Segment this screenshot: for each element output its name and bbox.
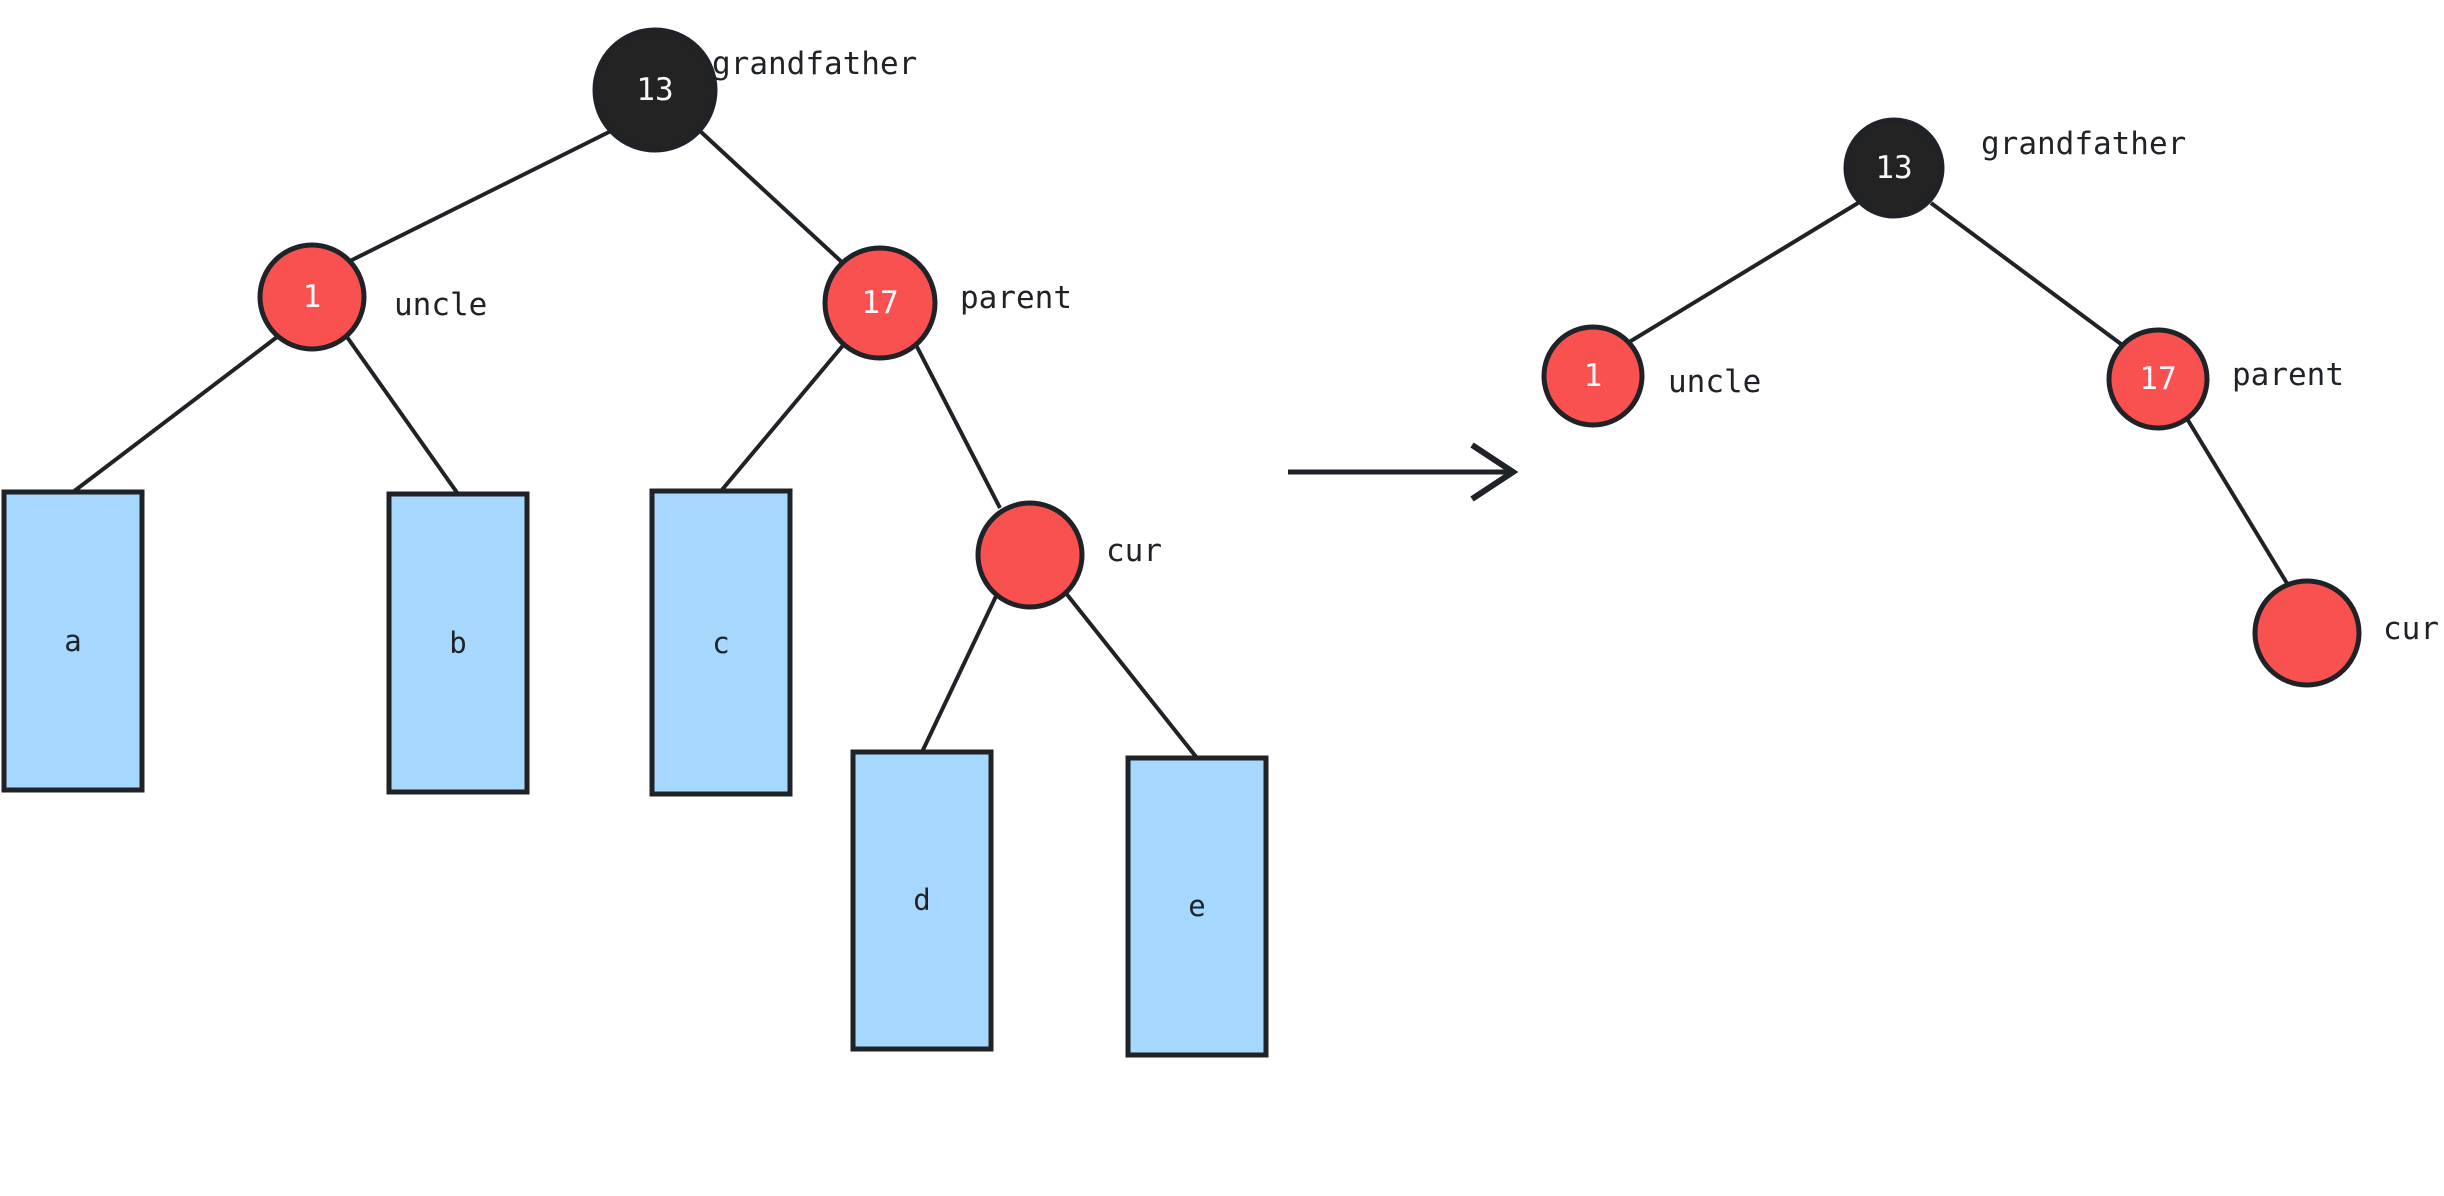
node-label-grandfather: grandfather bbox=[712, 46, 917, 82]
left-node-parent[interactable]: 17 parent bbox=[822, 245, 1072, 361]
node-circle-r-grandfather[interactable] bbox=[1843, 117, 1945, 219]
edge-cur-d bbox=[920, 591, 1000, 753]
subtree-label-d: d bbox=[913, 883, 930, 917]
node-value-r-grandfather: 13 bbox=[1875, 150, 1912, 186]
node-value-r-uncle: 1 bbox=[1584, 358, 1603, 394]
edge-r-grandfather-uncle bbox=[1624, 201, 1860, 346]
node-circle-r-uncle[interactable] bbox=[1541, 324, 1645, 428]
left-tree-edges bbox=[71, 129, 1199, 760]
node-value-uncle: 1 bbox=[303, 279, 322, 315]
node-circle-r-parent[interactable] bbox=[2106, 327, 2210, 431]
node-label-uncle: uncle bbox=[394, 287, 487, 323]
arrow-head-icon bbox=[1470, 442, 1519, 502]
subtree-label-c: c bbox=[712, 626, 729, 660]
node-circle-grandfather[interactable] bbox=[592, 27, 718, 153]
subtree-rect-d bbox=[850, 749, 994, 1052]
left-subtree-d: d bbox=[850, 749, 994, 1052]
left-subtree-a: a bbox=[1, 489, 145, 793]
transformation-arrow bbox=[1288, 442, 1519, 502]
edge-uncle-a bbox=[71, 335, 279, 494]
edge-parent-cur bbox=[913, 342, 1002, 509]
node-value-parent: 17 bbox=[861, 285, 898, 321]
node-circle-r-cur[interactable] bbox=[2252, 578, 2362, 688]
node-label-r-parent: parent bbox=[2232, 357, 2344, 393]
left-tree-group: a b c d e 13 grandfather bbox=[1, 27, 1269, 1058]
left-subtree-b: b bbox=[386, 491, 530, 795]
node-value-grandfather: 13 bbox=[636, 72, 673, 108]
edge-uncle-b bbox=[345, 335, 460, 496]
right-node-cur[interactable]: cur bbox=[2252, 578, 2439, 688]
edge-grandfather-parent bbox=[698, 129, 847, 267]
left-node-uncle[interactable]: 1 uncle bbox=[257, 242, 487, 352]
subtree-rect-a bbox=[1, 489, 145, 793]
subtree-rect-b bbox=[386, 491, 530, 795]
edge-r-grandfather-parent bbox=[1929, 201, 2127, 349]
node-circle-uncle[interactable] bbox=[257, 242, 367, 352]
edge-cur-e bbox=[1063, 590, 1199, 760]
node-circle-cur[interactable] bbox=[975, 500, 1085, 610]
node-label-parent: parent bbox=[960, 280, 1072, 316]
right-node-parent[interactable]: 17 parent bbox=[2106, 327, 2344, 431]
subtree-rect-e bbox=[1125, 755, 1269, 1058]
edge-parent-c bbox=[719, 341, 847, 493]
left-subtree-c: c bbox=[649, 488, 793, 797]
node-label-cur: cur bbox=[1106, 533, 1162, 569]
edge-r-parent-cur bbox=[2184, 415, 2290, 587]
node-circle-parent[interactable] bbox=[822, 245, 938, 361]
right-node-grandfather[interactable]: 13 grandfather bbox=[1843, 117, 2186, 219]
subtree-label-a: a bbox=[64, 624, 81, 658]
subtree-rect-c bbox=[649, 488, 793, 797]
node-label-r-cur: cur bbox=[2383, 611, 2439, 647]
edge-grandfather-uncle bbox=[347, 129, 612, 264]
node-value-r-parent: 17 bbox=[2139, 361, 2176, 397]
left-node-cur[interactable]: cur bbox=[975, 500, 1162, 610]
right-tree-edges bbox=[1624, 201, 2290, 587]
left-node-grandfather[interactable]: 13 grandfather bbox=[592, 27, 917, 153]
subtree-label-b: b bbox=[449, 626, 466, 660]
right-tree-group: 13 grandfather 1 uncle 17 parent cur bbox=[1541, 117, 2439, 688]
subtree-label-e: e bbox=[1188, 889, 1205, 923]
node-label-r-uncle: uncle bbox=[1668, 364, 1761, 400]
node-label-r-grandfather: grandfather bbox=[1981, 126, 2186, 162]
left-subtree-e: e bbox=[1125, 755, 1269, 1058]
right-node-uncle[interactable]: 1 uncle bbox=[1541, 324, 1761, 428]
